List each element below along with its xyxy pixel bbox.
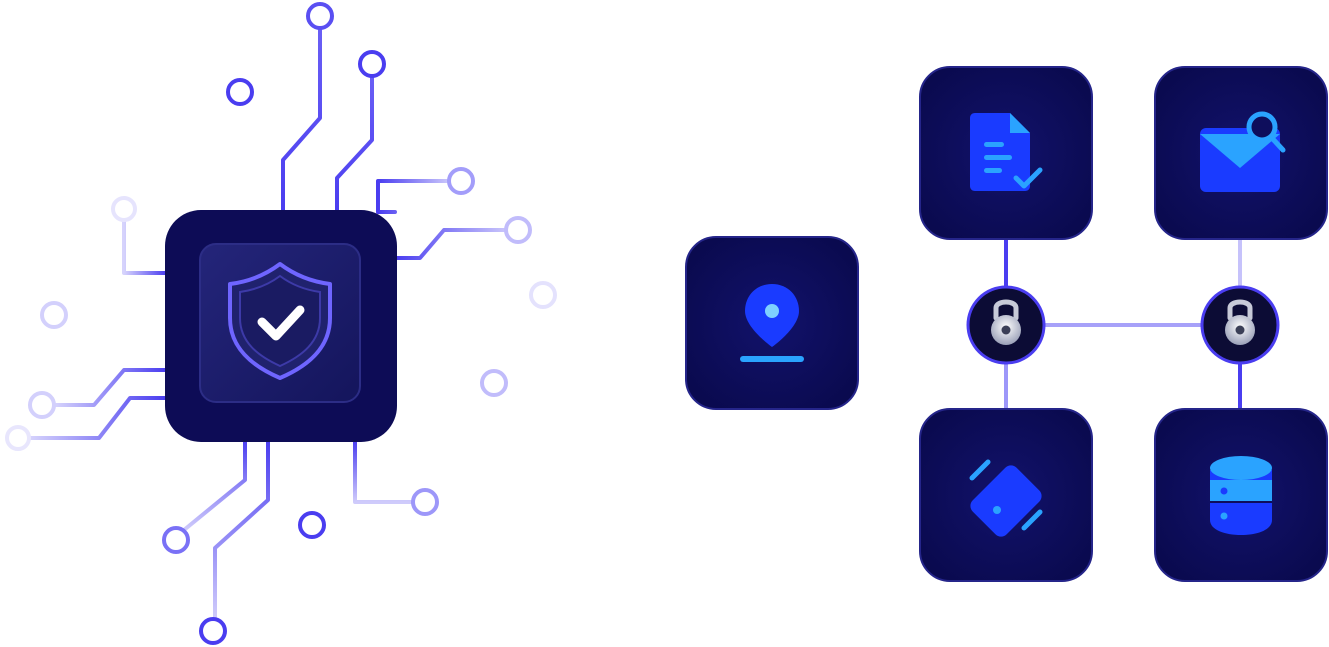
trace-left-3 [53,368,168,407]
endpoint-ring [529,281,557,309]
connections [395,236,1242,410]
endpoint-ring [298,511,326,539]
padlock-icon [1225,299,1255,345]
shield-check-icon [228,262,332,380]
location-pin-icon [740,284,804,362]
lock-node-2 [1200,285,1280,365]
phone-device-icon [969,459,1043,537]
trace-left-4 [28,396,168,440]
device-node [919,408,1093,582]
trace-left-1 [122,218,168,275]
endpoint-ring [504,216,532,244]
trace-bottom-4 [353,438,414,504]
trace-endpoints [5,2,557,645]
trace-top-2 [281,27,322,214]
trace-right-1 [376,179,450,214]
endpoint-ring [5,425,31,451]
email-search-node [1154,66,1328,240]
endpoint-ring [111,196,137,222]
endpoint-ring [411,488,439,516]
endpoint-ring [162,526,190,554]
email-search-icon [1200,111,1286,192]
circuit-traces [28,27,532,620]
endpoint-ring [358,50,386,78]
lock-node-1 [966,285,1046,365]
document-node [919,66,1093,240]
endpoint-ring [480,369,508,397]
database-icon [1210,456,1272,535]
endpoint-ring [199,617,227,645]
endpoint-ring [28,391,56,419]
endpoint-ring [226,78,254,106]
padlock-icon [991,299,1021,345]
database-node [1154,408,1328,582]
endpoint-ring [447,167,475,195]
trace-right-2 [393,228,508,260]
trace-bottom-1 [182,438,247,532]
document-check-icon [970,113,1043,191]
endpoint-ring [40,301,68,329]
location-node [685,236,859,410]
endpoint-ring [306,2,334,30]
trace-bottom-2 [213,438,270,620]
trace-top-3 [335,74,374,214]
security-chip [165,210,397,442]
